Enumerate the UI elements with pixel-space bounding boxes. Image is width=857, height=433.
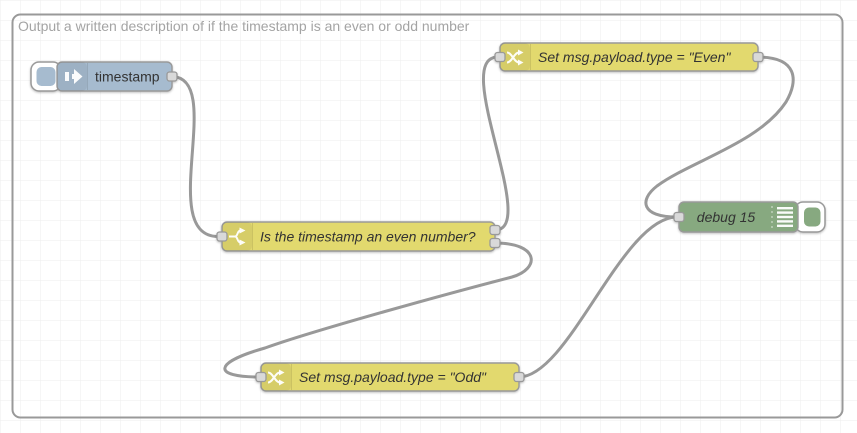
- flow-group-label: Output a written description of if the t…: [18, 18, 470, 34]
- switch-input-port[interactable]: [216, 231, 228, 242]
- wire-switch-to-change-even[interactable]: [481, 55, 510, 232]
- inject-button-inner: [36, 67, 56, 86]
- change-even-icon-area: [500, 43, 530, 71]
- switch-output-port-1[interactable]: [489, 224, 501, 236]
- debug-list-icon: [777, 207, 793, 227]
- debug-node[interactable]: debug 15: [673, 201, 826, 233]
- debug-toggle-button-inner: [804, 207, 821, 227]
- debug-input-port[interactable]: [673, 211, 685, 223]
- change-node-even[interactable]: Set msg.payload.type = "Even": [494, 42, 764, 72]
- wire-switch-to-change-odd[interactable]: [223, 241, 533, 379]
- change-node-odd[interactable]: Set msg.payload.type = "Odd": [255, 362, 525, 392]
- change-odd-icon-area: [261, 363, 291, 391]
- wire-change-even-to-debug[interactable]: [644, 55, 795, 219]
- change-odd-node-label: Set msg.payload.type = "Odd": [299, 369, 487, 385]
- switch-node[interactable]: Is the timestamp an even number?: [216, 221, 501, 252]
- flow-group-border[interactable]: [11, 13, 844, 419]
- wire-change-odd-to-debug[interactable]: [517, 215, 679, 379]
- change-even-output-port[interactable]: [752, 51, 764, 63]
- inject-output-port[interactable]: [166, 71, 178, 82]
- change-even-shuffle-icon: [506, 49, 524, 66]
- wire-inject-to-switch[interactable]: [170, 75, 220, 238]
- change-even-node-label: Set msg.payload.type = "Even": [538, 49, 731, 65]
- change-odd-input-port[interactable]: [255, 371, 267, 383]
- debug-node-label: debug 15: [697, 209, 756, 225]
- inject-arrow-icon: [65, 69, 83, 84]
- change-odd-output-port[interactable]: [513, 371, 525, 383]
- switch-output-port-2[interactable]: [489, 237, 501, 249]
- inject-node-timestamp[interactable]: timestamp: [30, 61, 178, 92]
- change-even-input-port[interactable]: [494, 51, 506, 63]
- switch-icon: [229, 227, 246, 246]
- change-odd-shuffle-icon: [267, 369, 285, 386]
- inject-node-label: timestamp: [95, 69, 160, 85]
- switch-node-label: Is the timestamp an even number?: [260, 229, 476, 245]
